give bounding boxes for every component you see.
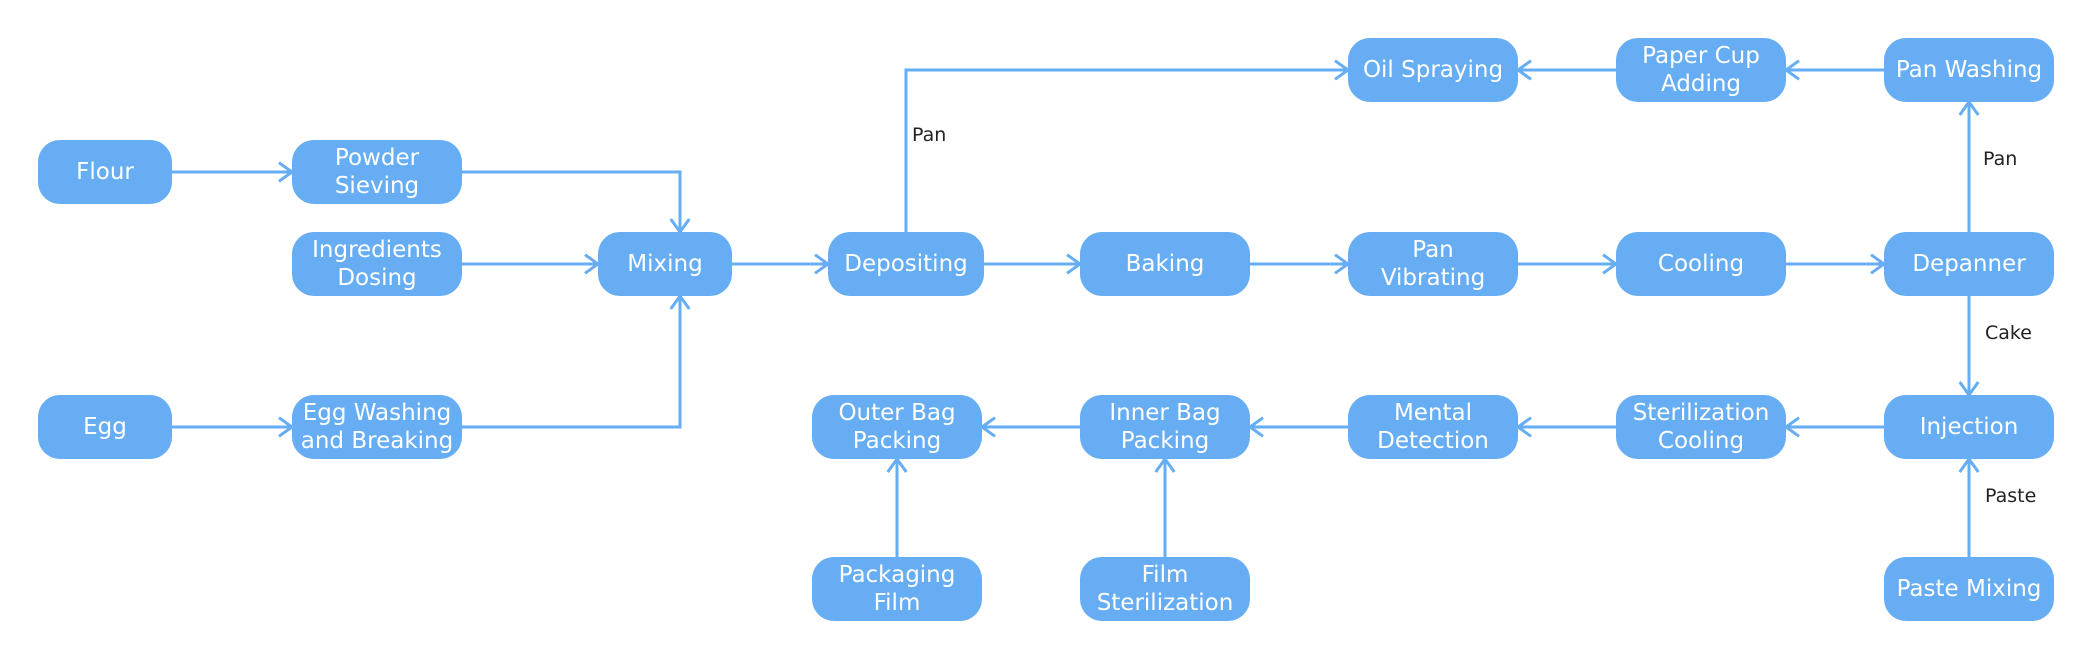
arrowhead xyxy=(1783,416,1800,438)
node-label: Sterilization Cooling xyxy=(1632,400,1770,454)
node-label: Ingredients Dosing xyxy=(312,237,442,291)
edge-pan-vibrating-to-cooling xyxy=(1518,253,1619,275)
edge-flour-to-powder-sieving xyxy=(172,161,295,183)
node-inner-bag-packing: Inner Bag Packing xyxy=(1080,395,1250,459)
node-label: Film Sterilization xyxy=(1096,562,1234,616)
edge-label-depanner-to-pan-washing: Pan xyxy=(1983,148,2018,170)
edge-powder-sieving-to-mixing xyxy=(462,170,691,235)
edge-packaging-film-to-outer-bag-packing xyxy=(886,456,908,557)
arrowhead xyxy=(669,293,691,310)
edge-depanner-to-pan-washing xyxy=(1958,99,1980,232)
arrowhead xyxy=(979,416,996,438)
node-label: Paper Cup Adding xyxy=(1642,43,1760,97)
node-injection: Injection xyxy=(1884,395,2054,459)
node-label: Baking xyxy=(1125,251,1205,277)
node-depositing: Depositing xyxy=(828,232,984,296)
node-label: Mental Detection xyxy=(1377,400,1489,454)
node-label: Oil Spraying xyxy=(1362,57,1504,83)
edge-paste-mixing-to-injection xyxy=(1958,456,1980,557)
edge-sterilization-cooling-to-mental-detection xyxy=(1515,416,1616,438)
node-label: Packaging Film xyxy=(838,562,956,616)
edge-depositing-to-oil-spraying xyxy=(904,59,1351,232)
edge-ingredients-dosing-to-mixing xyxy=(462,253,601,275)
arrowhead xyxy=(1958,99,1980,116)
node-label: Powder Sieving xyxy=(334,145,420,199)
node-oil-spraying: Oil Spraying xyxy=(1348,38,1518,102)
node-egg: Egg xyxy=(38,395,172,459)
node-cooling: Cooling xyxy=(1616,232,1786,296)
node-label: Depositing xyxy=(844,251,968,277)
edge-label-depanner-to-injection: Cake xyxy=(1985,322,2032,344)
arrowhead xyxy=(1154,456,1176,473)
node-label: Depanner xyxy=(1912,251,2026,277)
edge-depanner-to-injection xyxy=(1958,296,1980,398)
node-outer-bag-packing: Outer Bag Packing xyxy=(812,395,982,459)
edge-pan-washing-to-paper-cup-adding xyxy=(1783,59,1884,81)
arrowhead xyxy=(1783,59,1800,81)
node-baking: Baking xyxy=(1080,232,1250,296)
edge-cooling-to-depanner xyxy=(1786,253,1887,275)
arrowhead xyxy=(886,456,908,473)
node-mental-detection: Mental Detection xyxy=(1348,395,1518,459)
edge-egg-washing-to-mixing xyxy=(462,293,691,429)
node-film-sterilization: Film Sterilization xyxy=(1080,557,1250,621)
node-label: Injection xyxy=(1919,414,2019,440)
node-flour: Flour xyxy=(38,140,172,204)
node-label: Outer Bag Packing xyxy=(838,400,956,454)
arrowhead xyxy=(1515,416,1532,438)
edge-mixing-to-depositing xyxy=(732,253,831,275)
edge-injection-to-sterilization-cooling xyxy=(1783,416,1884,438)
node-label: Egg xyxy=(83,414,127,440)
edge-egg-to-egg-washing xyxy=(172,416,295,438)
edge-depositing-to-baking xyxy=(984,253,1083,275)
node-ingredients-dosing: Ingredients Dosing xyxy=(292,232,462,296)
arrowhead xyxy=(1515,59,1532,81)
edge-film-sterilization-to-inner-bag-packing xyxy=(1154,456,1176,557)
node-egg-washing: Egg Washing and Breaking xyxy=(292,395,462,459)
edge-inner-bag-packing-to-outer-bag-packing xyxy=(979,416,1080,438)
arrowhead xyxy=(1247,416,1264,438)
node-label: Mixing xyxy=(627,251,703,277)
edge-mental-detection-to-inner-bag-packing xyxy=(1247,416,1348,438)
node-label: Cooling xyxy=(1657,251,1745,277)
edge-baking-to-pan-vibrating xyxy=(1250,253,1351,275)
edge-paper-cup-adding-to-oil-spraying xyxy=(1515,59,1616,81)
node-depanner: Depanner xyxy=(1884,232,2054,296)
node-label: Pan Vibrating xyxy=(1380,237,1486,291)
node-sterilization-cooling: Sterilization Cooling xyxy=(1616,395,1786,459)
node-mixing: Mixing xyxy=(598,232,732,296)
node-paste-mixing: Paste Mixing xyxy=(1884,557,2054,621)
node-label: Paste Mixing xyxy=(1896,576,2042,602)
node-pan-washing: Pan Washing xyxy=(1884,38,2054,102)
edge-label-paste-mixing-to-injection: Paste xyxy=(1985,485,2037,507)
node-label: Pan Washing xyxy=(1895,57,2043,83)
node-pan-vibrating: Pan Vibrating xyxy=(1348,232,1518,296)
node-label: Inner Bag Packing xyxy=(1109,400,1221,454)
node-label: Flour xyxy=(76,159,134,185)
arrowhead xyxy=(1958,456,1980,473)
node-paper-cup-adding: Paper Cup Adding xyxy=(1616,38,1786,102)
node-packaging-film: Packaging Film xyxy=(812,557,982,621)
node-powder-sieving: Powder Sieving xyxy=(292,140,462,204)
edge-label-depositing-to-oil-spraying: Pan xyxy=(912,124,947,146)
node-label: Egg Washing and Breaking xyxy=(300,400,454,454)
